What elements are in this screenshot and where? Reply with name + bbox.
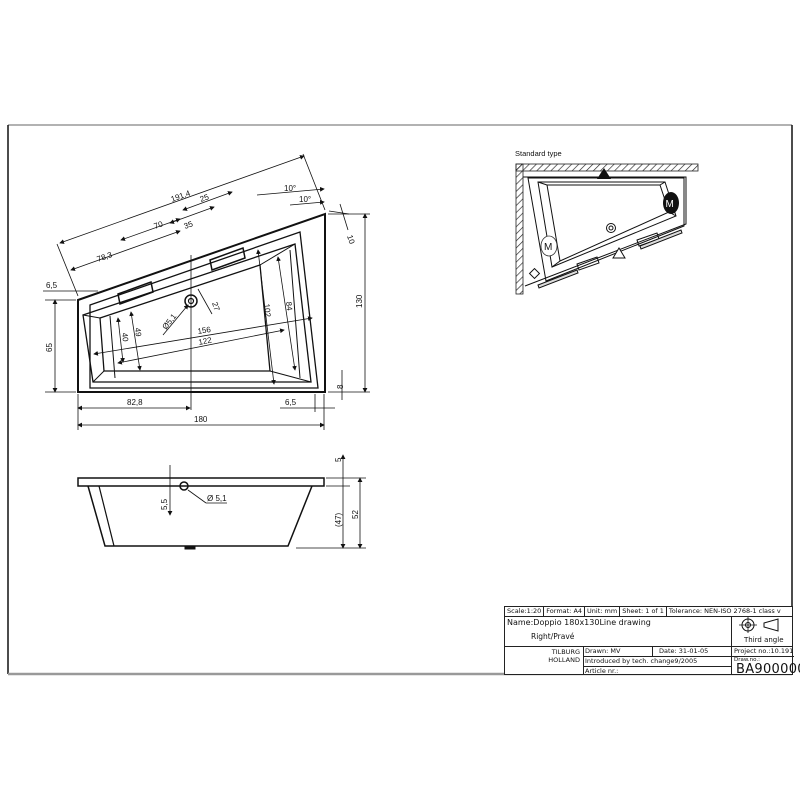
- dim-drain-plan: Ø5,1: [160, 312, 178, 332]
- dim-drain-side: Ø 5,1: [207, 494, 227, 503]
- top-marker-triangle: [597, 168, 611, 179]
- sheet: Sheet: 1 of 1: [620, 607, 667, 616]
- dim-47: (47): [334, 512, 343, 527]
- wall-top: [515, 163, 699, 172]
- plan-dimension-lines: [43, 153, 370, 430]
- dim-angle-2: 10°: [299, 195, 311, 204]
- drawing-date: Date: 31-01-05: [652, 647, 708, 656]
- dim-180: 180: [194, 415, 208, 424]
- projection-box: Third angle: [731, 616, 794, 646]
- dim-130: 130: [355, 294, 364, 308]
- dim-102: 102: [262, 303, 272, 318]
- company-block: TILBURG HOLLAND: [505, 647, 584, 675]
- dim-65: 65: [45, 343, 54, 352]
- dim-70: 70: [153, 219, 165, 231]
- motor-left-icon: [540, 235, 558, 257]
- dim-40: 40: [120, 332, 130, 342]
- dim-35: 35: [183, 219, 195, 231]
- standard-type-diagram: Standard type M M: [515, 149, 699, 295]
- plan-view: [77, 212, 326, 410]
- dim-82-8: 82,8: [127, 398, 143, 407]
- dim-6-5-left: 6,5: [46, 281, 58, 290]
- dim-78-3: 78,3: [96, 250, 114, 264]
- dim-156: 156: [197, 325, 212, 336]
- svg-text:M: M: [666, 199, 674, 210]
- motor-right-icon: [663, 192, 679, 214]
- format: Format: A4: [544, 607, 586, 616]
- drawing-variant: Right/Pravé: [531, 632, 575, 641]
- plan-dimension-labels: 191,4 78,3 70 35 25 10° 10° 10 6,5 65 13…: [45, 184, 364, 424]
- dim-5-5: 5,5: [160, 498, 169, 510]
- city-line-2: HOLLAND: [548, 656, 580, 664]
- scale: Scale:1:20: [505, 607, 545, 616]
- title-block: Scale:1:20 Format: A4 Unit: mm Sheet: 1 …: [504, 606, 800, 677]
- dim-122: 122: [198, 335, 213, 346]
- side-dimension-labels: 5 5,5 Ø 5,1 (47) 52: [160, 457, 360, 527]
- title-block-details: Drawn: MV Date: 31-01-05 Introduced by t…: [583, 647, 731, 675]
- dim-27: 27: [210, 301, 221, 313]
- article-number: Article nr.:: [585, 667, 619, 675]
- drawn-by: Drawn: MV: [585, 647, 621, 655]
- side-dimension-lines: [167, 454, 366, 549]
- title-block-header-row: Scale:1:20 Format: A4 Unit: mm Sheet: 1 …: [505, 607, 792, 617]
- dim-52: 52: [351, 510, 360, 519]
- drawing-name: Name:Doppio 180x130Line drawing: [507, 618, 651, 627]
- side-view: [77, 477, 325, 550]
- dim-5: 5: [334, 457, 343, 462]
- dim-8: 8: [336, 384, 345, 389]
- svg-text:M: M: [544, 242, 552, 253]
- unit: Unit: mm: [585, 607, 621, 616]
- dim-10: 10: [345, 234, 356, 246]
- projection-label: Third angle: [744, 636, 784, 644]
- third-angle-projection-icon: [739, 617, 779, 633]
- drawing-number: BA900000: [736, 662, 800, 677]
- introduced-by: Introduced by tech. change9/2005: [583, 657, 731, 667]
- tolerance: Tolerance: NEN-ISO 2768-1 class v: [668, 607, 781, 615]
- title-block-divider: [505, 646, 792, 647]
- drawing-number-block: Project no.:10.191 Draw.no.: BA900000: [731, 647, 800, 677]
- city-line-1: TILBURG: [551, 648, 580, 656]
- dim-49: 49: [133, 327, 143, 337]
- drawing-number-label: Draw.no.:: [734, 657, 760, 663]
- dim-191-4: 191,4: [170, 189, 192, 204]
- dim-84: 84: [284, 301, 294, 311]
- dim-25: 25: [199, 192, 211, 204]
- dim-6-5-right: 6,5: [285, 398, 297, 407]
- wall-left: [515, 163, 524, 295]
- standard-type-label: Standard type: [515, 149, 562, 158]
- project-number: Project no.:10.191: [732, 647, 794, 657]
- dim-angle-1: 10°: [284, 184, 296, 193]
